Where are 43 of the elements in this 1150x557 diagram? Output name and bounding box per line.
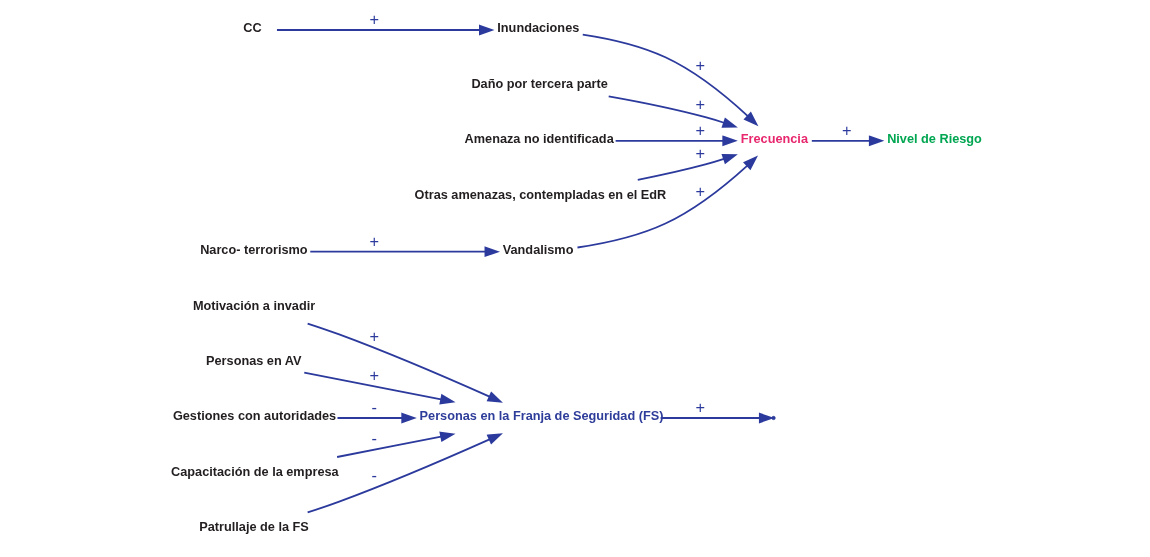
arrow (581, 33, 759, 127)
arrow (309, 246, 500, 258)
arrow (607, 95, 738, 128)
arrow (306, 433, 503, 514)
arrow (614, 135, 738, 147)
edge-label: + (695, 144, 706, 163)
node-text: Gestiones con autoridades (172, 408, 337, 424)
node-text: Frecuencia (740, 131, 809, 147)
arrow (306, 322, 503, 403)
arrow (336, 412, 417, 424)
edge-label: + (369, 231, 379, 250)
node-text: Otras amenazas, contempladas en el EdR (414, 186, 667, 202)
node-text: Daño por tercera parte (471, 75, 608, 91)
node-text: Capacitación de la empresa (171, 463, 339, 479)
edge-label: + (695, 120, 706, 139)
arrow (810, 135, 885, 147)
edge-label: + (369, 366, 379, 385)
edge-label: - (371, 397, 377, 416)
edge-label: + (695, 95, 706, 114)
node-text: Narco- terrorismo (200, 242, 308, 258)
edge-label: - (371, 428, 377, 447)
edge-label: + (695, 56, 706, 75)
edge-label: + (695, 181, 706, 200)
edge-label: + (695, 397, 706, 416)
arrow (276, 24, 495, 36)
arrow (303, 371, 456, 405)
edge-label: + (369, 9, 379, 28)
node-text: Nivel de Riesgo (887, 131, 982, 147)
node-text: Motivación a invadir (192, 297, 316, 313)
node-text: Personas en AV (206, 353, 302, 369)
node-text: CC (243, 20, 262, 36)
node-text: Personas en la Franja de Seguridad (FS) (419, 408, 664, 424)
edge-label: + (369, 327, 379, 346)
edge-label: - (371, 466, 377, 485)
edge-label: + (841, 120, 852, 139)
node-text: Amenaza no identificada (464, 131, 614, 147)
arrow (576, 155, 759, 249)
node-text: Inundaciones (497, 20, 580, 36)
arrow (659, 412, 775, 424)
arrow (336, 431, 456, 458)
node-text: Patrullaje de la FS (199, 519, 309, 535)
arrow (636, 154, 738, 181)
node-text: Vandalismo (502, 242, 574, 258)
